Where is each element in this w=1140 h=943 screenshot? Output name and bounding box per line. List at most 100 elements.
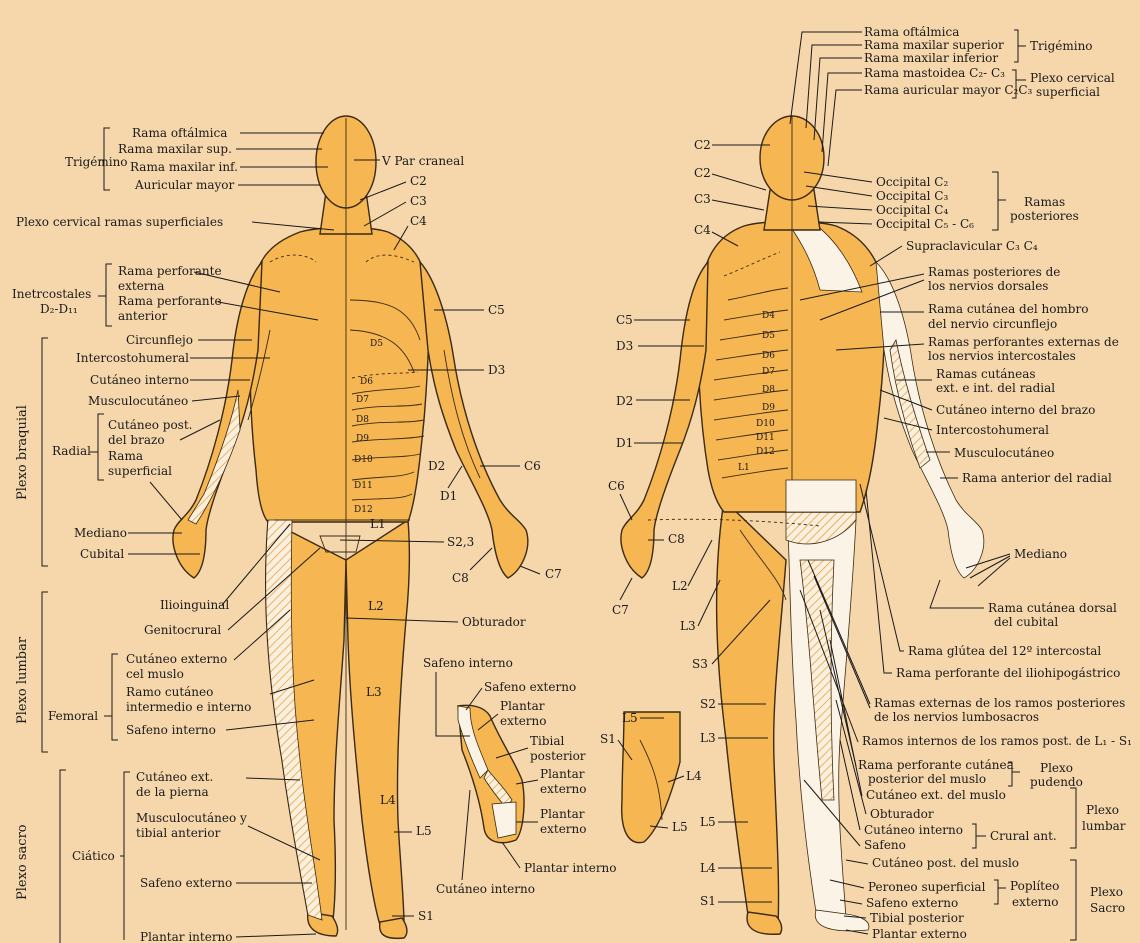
front-l3-label: L3 bbox=[366, 685, 382, 699]
front-mediano-label: Mediano bbox=[74, 526, 127, 540]
front-cubital-label: Cubital bbox=[80, 547, 124, 561]
front-c7-label: C7 bbox=[545, 567, 562, 581]
back-l3b-label: L3 bbox=[700, 731, 716, 745]
back-left-leg bbox=[717, 500, 786, 925]
back-occipital-c3-label: Occipital C₃ bbox=[876, 189, 948, 203]
back-popliteo-label-1: Poplíteo bbox=[1010, 879, 1059, 893]
front-ciatico-label: Ciático bbox=[72, 849, 115, 863]
back-plexo-cervical-label-2: superficial bbox=[1036, 85, 1100, 99]
back-rama-maxilar-inferior-label: Rama maxilar inferior bbox=[864, 51, 998, 65]
front-ramo-cutaneo-label-2: intermedio e interno bbox=[126, 700, 251, 714]
back-cutaneo-interno-label: Cutáneo interno bbox=[864, 823, 963, 837]
back-dermatome-d8: D8 bbox=[762, 385, 775, 395]
back-ramas-cutaneas-label-2: ext. e int. del radial bbox=[936, 381, 1055, 395]
back-plexo-lumbar-label-1: Plexo bbox=[1086, 803, 1119, 817]
foot-safeno-externo-label: Safeno externo bbox=[484, 680, 576, 694]
front-v-par-label: V Par craneal bbox=[381, 154, 464, 168]
back-plantar-externo-label: Plantar externo bbox=[872, 927, 967, 941]
back-occipital-c5-label: Occipital C₅ - C₆ bbox=[876, 217, 974, 231]
front-d1-label: D1 bbox=[440, 489, 457, 503]
front-right-arm bbox=[420, 262, 528, 578]
front-cutaneo-post-label-1: Cutáneo post. bbox=[108, 418, 192, 432]
back-musculocutaneo-label: Musculocutáneo bbox=[954, 446, 1054, 460]
back-cutaneo-post-muslo-label: Cutáneo post. del muslo bbox=[872, 856, 1019, 870]
back-s3-label: S3 bbox=[692, 657, 708, 671]
back-rama-perforante-ilio-label: Rama perforante del iliohipogástrico bbox=[896, 666, 1120, 680]
back-trigemino-label: Trigémino bbox=[1030, 39, 1093, 53]
back-crural-ant-label: Crural ant. bbox=[990, 829, 1057, 843]
back-perforante-cutanea-label-1: Rama perforante cutánea bbox=[858, 758, 1014, 772]
front-musculocut-tibial-label-1: Musculocutáneo y bbox=[136, 811, 247, 825]
front-ilioinguinal-label: Ilioinguinal bbox=[160, 598, 229, 612]
front-s1-label: S1 bbox=[418, 909, 434, 923]
back-rama-cutanea-dorsal-label-1: Rama cutánea dorsal bbox=[988, 601, 1117, 615]
back-popliteo-label-2: externo bbox=[1012, 895, 1058, 909]
foot-plantar-externo-c-label-1: Plantar bbox=[540, 807, 585, 821]
front-c3-label: C3 bbox=[410, 194, 427, 208]
front-d3-label: D3 bbox=[488, 363, 505, 377]
front-musculocut-tibial-label-2: tibial anterior bbox=[136, 826, 221, 840]
front-rama-sup-label-2: superficial bbox=[108, 464, 172, 478]
back-intercostohumeral-label: Intercostohumeral bbox=[936, 423, 1049, 437]
back-d2-label: D2 bbox=[616, 394, 633, 408]
foot-cutaneo-interno-label: Cutáneo interno bbox=[436, 882, 535, 896]
back-ramas-cutaneas-label-1: Ramas cutáneas bbox=[936, 367, 1036, 381]
front-trigemino-label: Trigémino bbox=[65, 155, 128, 169]
back-ramas-posteriores-label-1: Ramas bbox=[1024, 195, 1065, 209]
back-dermatome-d5: D5 bbox=[762, 331, 775, 341]
back-occipital-c4-label: Occipital C₄ bbox=[876, 203, 948, 217]
dermatome-d6: D6 bbox=[360, 377, 373, 387]
front-cutaneo-interno-label: Cutáneo interno bbox=[90, 373, 189, 387]
back-dermatome-d10: D10 bbox=[756, 419, 775, 429]
back-l3-label: L3 bbox=[680, 619, 696, 633]
back-l4-label: L4 bbox=[700, 861, 716, 875]
back-occipital-c2-label: Occipital C₂ bbox=[876, 175, 948, 189]
back-safeno-label: Safeno bbox=[864, 838, 906, 852]
front-perforante-ant-label-2: anterior bbox=[118, 309, 168, 323]
back-s2-label: S2 bbox=[700, 697, 716, 711]
front-perforante-ext-label-2: externa bbox=[118, 279, 164, 293]
dermatome-d9: D9 bbox=[356, 434, 369, 444]
front-intercostales-sub-label: D₂-D₁₁ bbox=[40, 302, 78, 316]
back-dermatome-d11: D11 bbox=[756, 433, 775, 443]
back-plexo-cervical-label-1: Plexo cervical bbox=[1030, 71, 1115, 85]
back-mediano-label: Mediano bbox=[1014, 547, 1067, 561]
back-left-arm bbox=[621, 262, 708, 578]
front-c8-label: C8 bbox=[452, 571, 469, 585]
back-rama-cutanea-hombro-label-2: del nervio circunflejo bbox=[928, 317, 1057, 331]
back-c3-label: C3 bbox=[694, 192, 711, 206]
front-intercostales-label: Inetrcostales bbox=[12, 287, 91, 301]
foot2-l4-label: L4 bbox=[686, 769, 702, 783]
back-rama-anterior-radial-label: Rama anterior del radial bbox=[962, 471, 1112, 485]
front-c2-label: C2 bbox=[410, 174, 427, 188]
back-c5-label: C5 bbox=[616, 313, 633, 327]
back-top-labels: Rama oftálmica Rama maxilar superior Ram… bbox=[790, 25, 1115, 166]
back-c2a-label: C2 bbox=[694, 138, 711, 152]
back-dermatome-d6: D6 bbox=[762, 351, 775, 361]
front-cutaneo-ext-muslo-label-2: cel muslo bbox=[126, 667, 184, 681]
dermatome-d11: D11 bbox=[354, 481, 373, 491]
front-rama-sup-label-1: Rama bbox=[108, 449, 143, 463]
back-plexo-pudendo-label-2: pudendo bbox=[1030, 775, 1083, 789]
back-plexo-sacro-label-2: Sacro bbox=[1090, 901, 1125, 915]
foot-plantar-externo-b-label-2: externo bbox=[540, 782, 586, 796]
front-right-leg bbox=[346, 520, 409, 925]
back-rama-cutanea-dorsal-label-2: del cubital bbox=[994, 615, 1058, 629]
foot-tibial-label-1: Tibial bbox=[530, 734, 565, 748]
front-femoral-label: Femoral bbox=[48, 709, 98, 723]
back-c2b-label: C2 bbox=[694, 166, 711, 180]
front-obturador-label: Obturador bbox=[462, 615, 526, 629]
front-cutaneo-ext-pierna-label-1: Cutáneo ext. bbox=[136, 770, 213, 784]
front-safeno-interno-label: Safeno interno bbox=[126, 723, 216, 737]
back-cutaneo-ext-muslo-label: Cutáneo ext. del muslo bbox=[866, 788, 1006, 802]
back-l5-label: L5 bbox=[700, 815, 716, 829]
back-peroneo-superficial-label: Peroneo superficial bbox=[868, 880, 986, 894]
back-ramas-externas-label-1: Ramas externas de los ramos posteriores bbox=[874, 696, 1125, 710]
back-dermatome-d9: D9 bbox=[762, 403, 775, 413]
front-l5-label: L5 bbox=[416, 824, 432, 838]
back-plexo-lumbar-label-2: lumbar bbox=[1082, 819, 1126, 833]
front-radial-label: Radial bbox=[52, 444, 91, 458]
front-d2-label: D2 bbox=[428, 459, 445, 473]
back-plexo-pudendo-label-1: Plexo bbox=[1040, 761, 1073, 775]
